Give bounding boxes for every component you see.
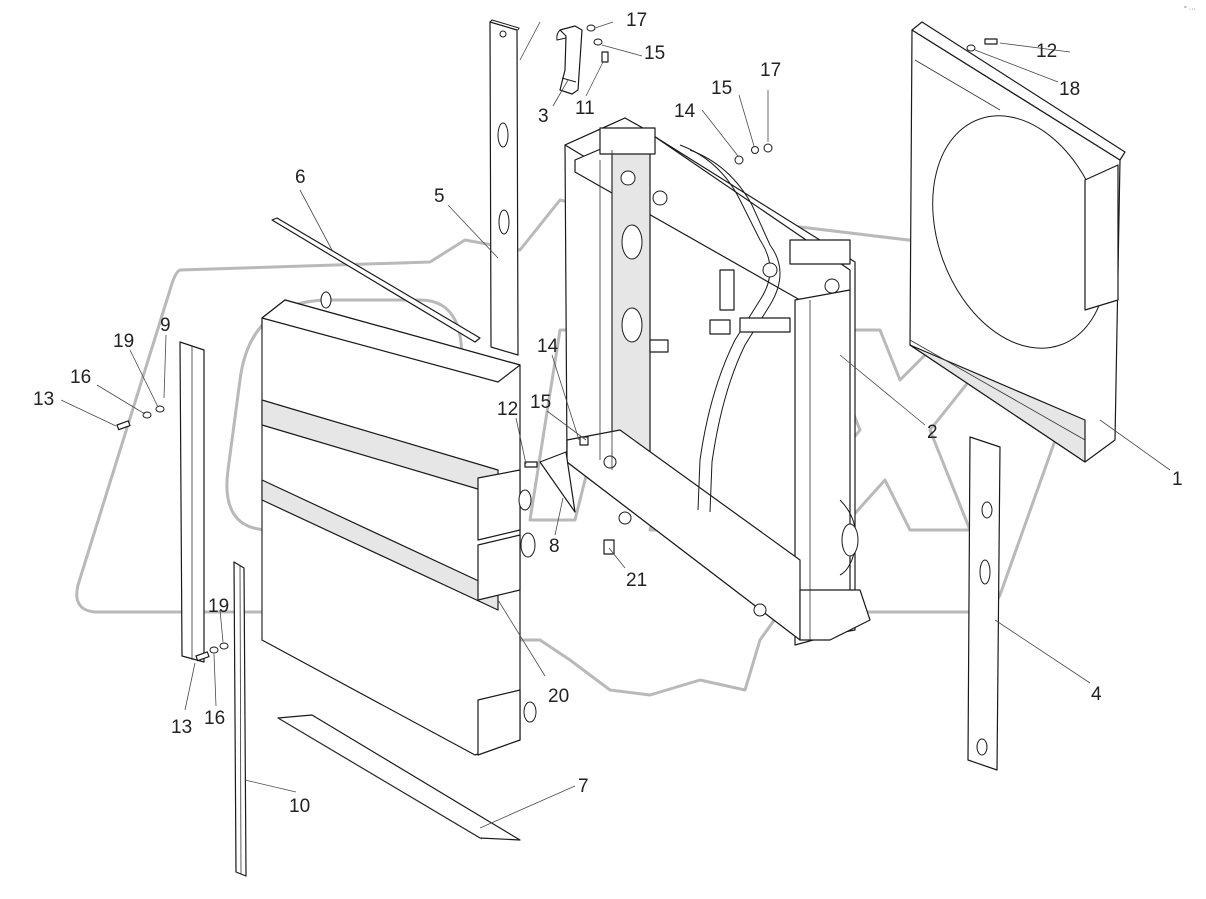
- callout-14-top: 14: [674, 101, 696, 122]
- part-8-gusset: [539, 451, 576, 513]
- callout-6: 6: [295, 167, 306, 188]
- part-9-left-flange: [179, 341, 205, 663]
- part-3-handle: [556, 25, 583, 95]
- callout-9: 9: [160, 315, 171, 336]
- callout-4: 4: [1091, 684, 1102, 705]
- callout-5: 5: [434, 186, 445, 207]
- callout-17-right: 17: [760, 60, 781, 81]
- fastener-11-15-17: [586, 24, 609, 63]
- part-21-drain-fitting: [603, 539, 615, 555]
- callout-2: 2: [927, 422, 938, 443]
- callout-12-top: 12: [1036, 41, 1057, 62]
- part-20-radiator-core: [261, 291, 537, 756]
- callout-labels: 1 2 3 4 5 6 7 8 9 10 11 12 12 13 13 14 1…: [33, 10, 1183, 817]
- callout-3: 3: [538, 106, 549, 127]
- part-7-bottom-plate: [277, 714, 521, 841]
- callout-13-lower: 13: [171, 717, 192, 738]
- callout-7: 7: [578, 776, 589, 797]
- part-10-lower-strip: [233, 561, 247, 877]
- fastener-14-15-17: [734, 143, 773, 165]
- callout-16-lower: 16: [204, 708, 225, 729]
- callout-1: 1: [1172, 469, 1183, 490]
- part-6-rod: [271, 217, 481, 343]
- corner-mark: ° ···: [1184, 5, 1196, 13]
- callout-12-mid: 12: [497, 399, 518, 420]
- callout-14-mid: 14: [537, 336, 559, 357]
- callout-16-upper: 16: [70, 367, 91, 388]
- part-4-side-plate: [967, 436, 1001, 771]
- part-1-fan-shroud: [909, 21, 1126, 463]
- callout-8: 8: [549, 536, 560, 557]
- leader-lines: [60, 21, 1171, 829]
- callout-19-upper: 19: [113, 331, 134, 352]
- callout-21: 21: [626, 570, 647, 591]
- callout-13-upper: 13: [33, 389, 54, 410]
- fastener-13-16-19-upper: [116, 405, 165, 431]
- part-5-side-plate: [489, 19, 520, 356]
- callout-20: 20: [548, 686, 569, 707]
- callout-15-top: 15: [644, 43, 665, 64]
- fastener-12-18: [966, 38, 998, 52]
- callout-17-top: 17: [626, 10, 647, 31]
- callout-19-lower: 19: [208, 596, 229, 617]
- callout-11: 11: [575, 98, 595, 119]
- fastener-13-16-19-lower: [195, 642, 229, 662]
- callout-10: 10: [289, 796, 310, 817]
- fastener-12-14-15-mid: [524, 436, 589, 468]
- part-2-radiator-frame: [564, 117, 871, 646]
- callout-15-right: 15: [711, 78, 732, 99]
- callout-18: 18: [1059, 79, 1080, 100]
- callout-15-mid: 15: [530, 392, 551, 413]
